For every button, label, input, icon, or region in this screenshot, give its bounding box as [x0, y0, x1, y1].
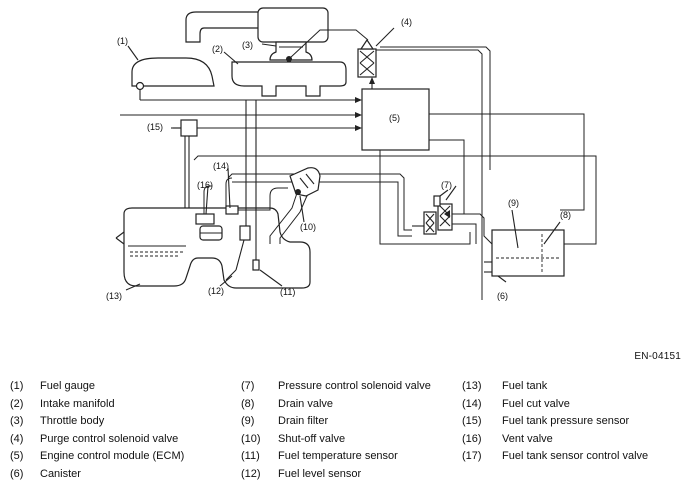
legend-number: (16)	[462, 432, 482, 445]
vapor-line-inner	[429, 113, 585, 211]
legend-label: Throttle body	[40, 415, 105, 427]
legend-number: (12)	[241, 467, 261, 480]
legend-label: Pressure control solenoid valve	[278, 380, 431, 392]
diagram-code: EN-04151	[634, 351, 681, 362]
callout-8: (8)	[560, 210, 571, 220]
vapor-line-outer	[193, 155, 597, 245]
legend-label: Fuel temperature sensor	[278, 450, 398, 462]
legend-label: Fuel level sensor	[278, 467, 362, 480]
callout-15: (15)	[147, 122, 163, 132]
fuel-tank-body	[123, 207, 311, 289]
legend-number: (15)	[462, 415, 482, 427]
legend-number: (10)	[241, 432, 261, 445]
legend-label: Fuel cut valve	[502, 397, 570, 410]
fuel-tank-pressure-sensor	[180, 119, 198, 137]
callout-1: (1)	[117, 36, 128, 46]
purge-to-canister-line	[376, 49, 483, 300]
legend-label: Drain valve	[278, 397, 334, 410]
callout-10: (10)	[300, 222, 316, 232]
legend-number: (2)	[10, 397, 24, 410]
legend-label: Fuel tank pressure sensor	[502, 415, 630, 427]
legend-label: Fuel tank sensor control valve	[502, 450, 649, 462]
fuel-gauge	[131, 57, 215, 87]
pressure-control-solenoid-valve-left	[423, 211, 437, 235]
legend-label: Fuel gauge	[40, 380, 96, 392]
engine-control-module-box	[361, 88, 430, 151]
callout-14: (14)	[213, 161, 229, 171]
fuel-cut-valve	[225, 205, 239, 215]
legend-label: Shut-off valve	[278, 432, 346, 445]
pressure-control-solenoid-valve-right	[437, 203, 453, 231]
legend-label: Engine control module (ECM)	[40, 450, 185, 462]
fuel-level-sensor	[239, 225, 251, 241]
legend-number: (3)	[10, 415, 24, 427]
intake-manifold	[231, 61, 347, 97]
legend-number: (7)	[241, 380, 255, 392]
callout-2: (2)	[212, 44, 223, 54]
callout-5: (5)	[389, 113, 400, 123]
air-cleaner-box	[257, 7, 329, 43]
legend: (1) Fuel gauge (2) Intake manifold (3) Thro…	[10, 378, 680, 480]
legend-number: (11)	[241, 450, 260, 462]
callout-4: (4)	[401, 17, 412, 27]
callout-7: (7)	[441, 180, 452, 190]
callout-11: (11)	[280, 287, 295, 297]
legend-label: Drain filter	[278, 415, 329, 427]
legend-number: (8)	[241, 397, 255, 410]
legend-number: (9)	[241, 415, 255, 427]
legend-label: Vent valve	[502, 432, 553, 445]
purge-hose	[289, 29, 369, 59]
legend-label: Fuel tank	[502, 380, 548, 392]
vent-valve	[195, 213, 215, 225]
legend-number: (5)	[10, 450, 24, 462]
callout-12: (12)	[208, 286, 224, 296]
legend-number: (13)	[462, 380, 482, 392]
legend-label: Canister	[40, 467, 81, 480]
evap-hose-to-solenoid	[227, 173, 412, 231]
fuel-gauge-pointer-icon	[135, 81, 145, 91]
callout-9: (9)	[508, 198, 519, 208]
callout-13: (13)	[106, 291, 122, 301]
legend-label: Purge control solenoid valve	[40, 432, 179, 445]
fuel-temperature-sensor	[252, 259, 260, 271]
callout-16: (16)	[197, 180, 213, 190]
air-intake-duct	[185, 11, 263, 43]
legend-number: (1)	[10, 380, 24, 392]
legend-number: (4)	[10, 432, 24, 445]
shut-off-valve-icon	[295, 189, 301, 195]
evaporative-emission-system-diagram: (1) (2) (3) (4) (5) (6) (7) (8) (9) (10)…	[106, 7, 597, 301]
callout-3: (3)	[242, 40, 253, 50]
filler-neck	[289, 167, 321, 197]
callout-6: (6)	[497, 291, 508, 301]
legend-number: (6)	[10, 467, 24, 480]
purge-valve-cap	[359, 38, 375, 50]
legend-number: (14)	[462, 397, 482, 410]
legend-number: (17)	[462, 450, 482, 462]
legend-label: Intake manifold	[40, 397, 115, 410]
canister-box	[491, 229, 565, 277]
